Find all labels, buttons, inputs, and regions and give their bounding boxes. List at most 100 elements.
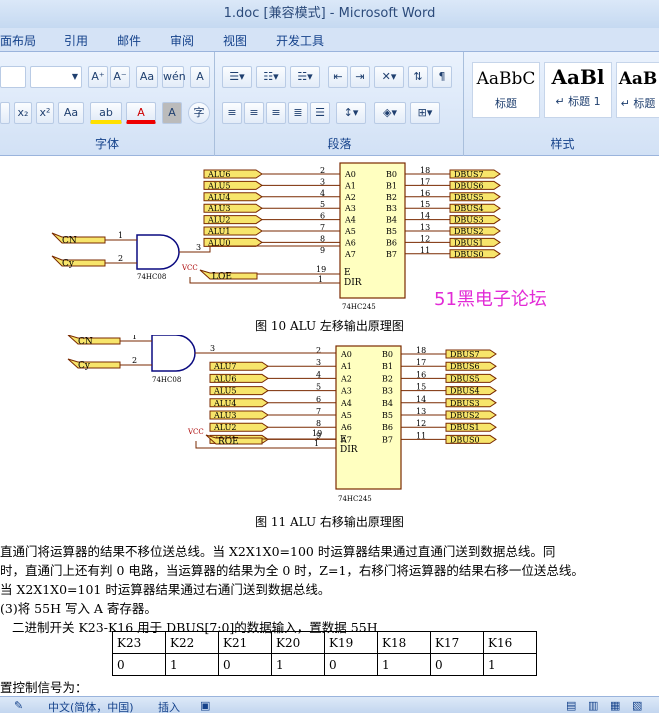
view-web-icon[interactable]: ▦ — [610, 699, 621, 712]
change-case-button[interactable]: Aa — [58, 102, 84, 124]
wire — [195, 441, 336, 449]
font-name-box[interactable] — [0, 66, 26, 88]
subscript-button[interactable]: x₂ — [14, 102, 32, 124]
chip-74hc245 — [339, 162, 406, 299]
tab-view[interactable]: 视图 — [223, 34, 248, 48]
paragraph-line: 时，直通门上还有判 0 电路，当运算器的结果为全 0 时，Z=1，右移门将运算器… — [0, 563, 584, 578]
pin-label-a: A0 — [344, 170, 356, 179]
shrink-font-button[interactable]: A⁻ — [110, 66, 130, 88]
decrease-indent-button[interactable]: ⇤ — [328, 66, 348, 88]
view-fullscreen-icon[interactable]: ▥ — [588, 699, 599, 712]
char-shading-button[interactable]: A — [162, 102, 182, 124]
net-label-cy — [67, 358, 121, 369]
tab-review[interactable]: 审阅 — [170, 34, 195, 48]
dir-label: DIR — [340, 445, 358, 455]
phonetic-guide-button[interactable]: wén — [162, 66, 186, 88]
gate-pin-num: 3 — [196, 243, 201, 252]
gate-input-cy: Cy — [62, 259, 75, 269]
net-label-in — [209, 373, 269, 383]
sort-button[interactable]: ⇅ — [408, 66, 428, 88]
numbering-button[interactable]: ☷▾ — [256, 66, 286, 88]
output-net: DBUS1 — [450, 423, 480, 432]
distribute-button[interactable]: ☰ — [310, 102, 330, 124]
table-row: K23 K22 K21 K20 K19 K18 K17 K16 — [112, 631, 537, 654]
language-status[interactable]: 中文(简体，中国) — [48, 701, 134, 714]
net-label-in — [209, 422, 269, 432]
pin-label-b: B2 — [382, 374, 393, 383]
pin-label-a: A2 — [344, 193, 356, 202]
pin-label-a: A5 — [340, 411, 352, 420]
output-net: DBUS4 — [454, 204, 484, 213]
net-label-out — [449, 192, 501, 202]
tab-references[interactable]: 引用 — [64, 34, 89, 48]
figure-11-schematic: ALU7ALU6ALU5ALU4ALU3ALU2ALU1DBUS7DBUS6DB… — [67, 335, 497, 503]
input-net: ALU5 — [213, 387, 236, 396]
multilevel-list-button[interactable]: ☵▾ — [290, 66, 320, 88]
font-size-box[interactable]: ▼ — [30, 66, 82, 88]
input-net: ALU2 — [213, 423, 236, 432]
increase-indent-button[interactable]: ⇥ — [350, 66, 370, 88]
style-sample: AaB — [618, 69, 658, 89]
asian-layout-button[interactable]: ✕▾ — [374, 66, 404, 88]
table-cell: 1 — [271, 653, 325, 676]
justify-button[interactable]: ≣ — [288, 102, 308, 124]
align-right-button[interactable]: ≡ — [266, 102, 286, 124]
net-label-out — [449, 180, 501, 190]
borders-button[interactable]: ⊞▾ — [410, 102, 440, 124]
style-heading[interactable]: AaB↵ 标题 — [616, 62, 659, 118]
pin-label-b: B3 — [386, 204, 397, 213]
view-print-layout-icon[interactable]: ▤ — [566, 699, 577, 712]
char-border-button[interactable]: A — [190, 66, 210, 88]
view-outline-icon[interactable]: ▧ — [632, 699, 643, 712]
dir-pin-num: 1 — [314, 439, 319, 448]
output-net: DBUS6 — [450, 362, 480, 371]
tab-page-layout[interactable]: 面布局 — [0, 34, 37, 48]
superscript-button[interactable]: x² — [36, 102, 54, 124]
pin-label-b: B2 — [386, 193, 397, 202]
table-header-cell: K19 — [324, 631, 378, 654]
pin-label-a: A7 — [344, 250, 356, 259]
style-heading1[interactable]: AaBl↵ 标题 1 — [544, 62, 612, 118]
highlight-button[interactable]: ab — [90, 102, 122, 124]
output-net: DBUS2 — [450, 411, 480, 420]
pin-num-b: 18 — [420, 166, 430, 175]
show-marks-button[interactable]: ¶ — [432, 66, 452, 88]
net-label-in — [203, 226, 263, 236]
pin-label-b: B6 — [382, 423, 393, 432]
vcc-label: VCC — [181, 264, 198, 272]
input-net: ALU7 — [213, 362, 236, 371]
table-header-cell: K17 — [430, 631, 484, 654]
net-label-out — [445, 398, 497, 408]
line-spacing-button[interactable]: ↕▾ — [336, 102, 366, 124]
bullets-button[interactable]: ☰▾ — [222, 66, 252, 88]
net-label-out — [445, 361, 497, 371]
tab-developer[interactable]: 开发工具 — [276, 34, 325, 48]
align-left-button[interactable]: ≡ — [222, 102, 242, 124]
shading-button[interactable]: ◈▾ — [374, 102, 406, 124]
net-label-out — [449, 169, 501, 179]
clear-format-button[interactable]: Aa — [136, 66, 158, 88]
font-color-button[interactable]: A — [126, 102, 156, 124]
wire — [189, 277, 340, 284]
grow-font-button[interactable]: A⁺ — [88, 66, 108, 88]
output-net: DBUS4 — [450, 387, 480, 396]
tab-mailings[interactable]: 邮件 — [117, 34, 142, 48]
ribbon-tabs: 面布局 引用 邮件 审阅 视图 开发工具 — [0, 28, 659, 52]
pin-label-a: A4 — [344, 216, 356, 225]
styles-group-label: 样式 — [550, 137, 575, 151]
table-header-cell: K22 — [165, 631, 219, 654]
macro-record-icon[interactable]: ▣ — [200, 699, 211, 712]
output-net: DBUS7 — [454, 170, 484, 179]
ribbon: ▼ A⁺ A⁻ Aa wén A x₂ x² Aa ab A A 字 字体 ☰▾… — [0, 52, 659, 156]
style-name: ↵ 标题 1 — [555, 95, 601, 108]
table-cell: 0 — [218, 653, 272, 676]
enclose-char-button[interactable]: 字 — [188, 102, 210, 124]
spellcheck-icon[interactable]: ✎ — [14, 699, 24, 712]
input-net: ALU4 — [213, 399, 236, 408]
strike-button[interactable] — [0, 102, 10, 124]
insert-mode-status[interactable]: 插入 — [158, 701, 180, 714]
table-header-cell: K20 — [271, 631, 325, 654]
align-center-button[interactable]: ≡ — [244, 102, 264, 124]
